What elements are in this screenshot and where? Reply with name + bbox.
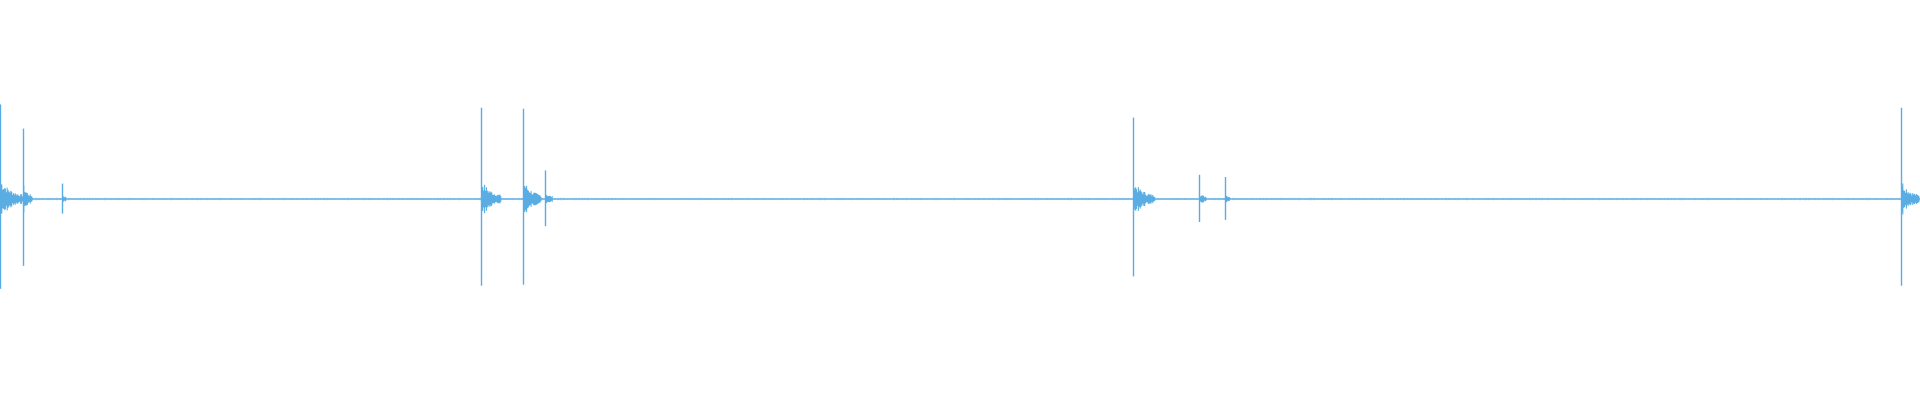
- waveform-transient-t6: [544, 170, 553, 227]
- waveform-transient-t5: [522, 108, 542, 285]
- waveform-noise-floor: [0, 197, 1918, 201]
- waveform-transient-t2: [22, 128, 33, 266]
- waveform-decay: [523, 185, 542, 213]
- waveform-transients: [0, 104, 1920, 289]
- waveform-transient-t1: [0, 104, 24, 289]
- waveform-transient-t7: [1132, 117, 1156, 277]
- waveform-decay: [1901, 183, 1920, 215]
- waveform-decay: [23, 185, 33, 213]
- waveform-transient-t4: [480, 107, 502, 286]
- waveform-decay: [62, 195, 67, 203]
- waveform-decay: [1225, 195, 1231, 203]
- waveform-transient-t10: [1900, 107, 1920, 286]
- waveform-decay: [481, 184, 502, 214]
- waveform-transient-t8: [1198, 174, 1207, 222]
- waveform-transient-t9: [1224, 177, 1231, 220]
